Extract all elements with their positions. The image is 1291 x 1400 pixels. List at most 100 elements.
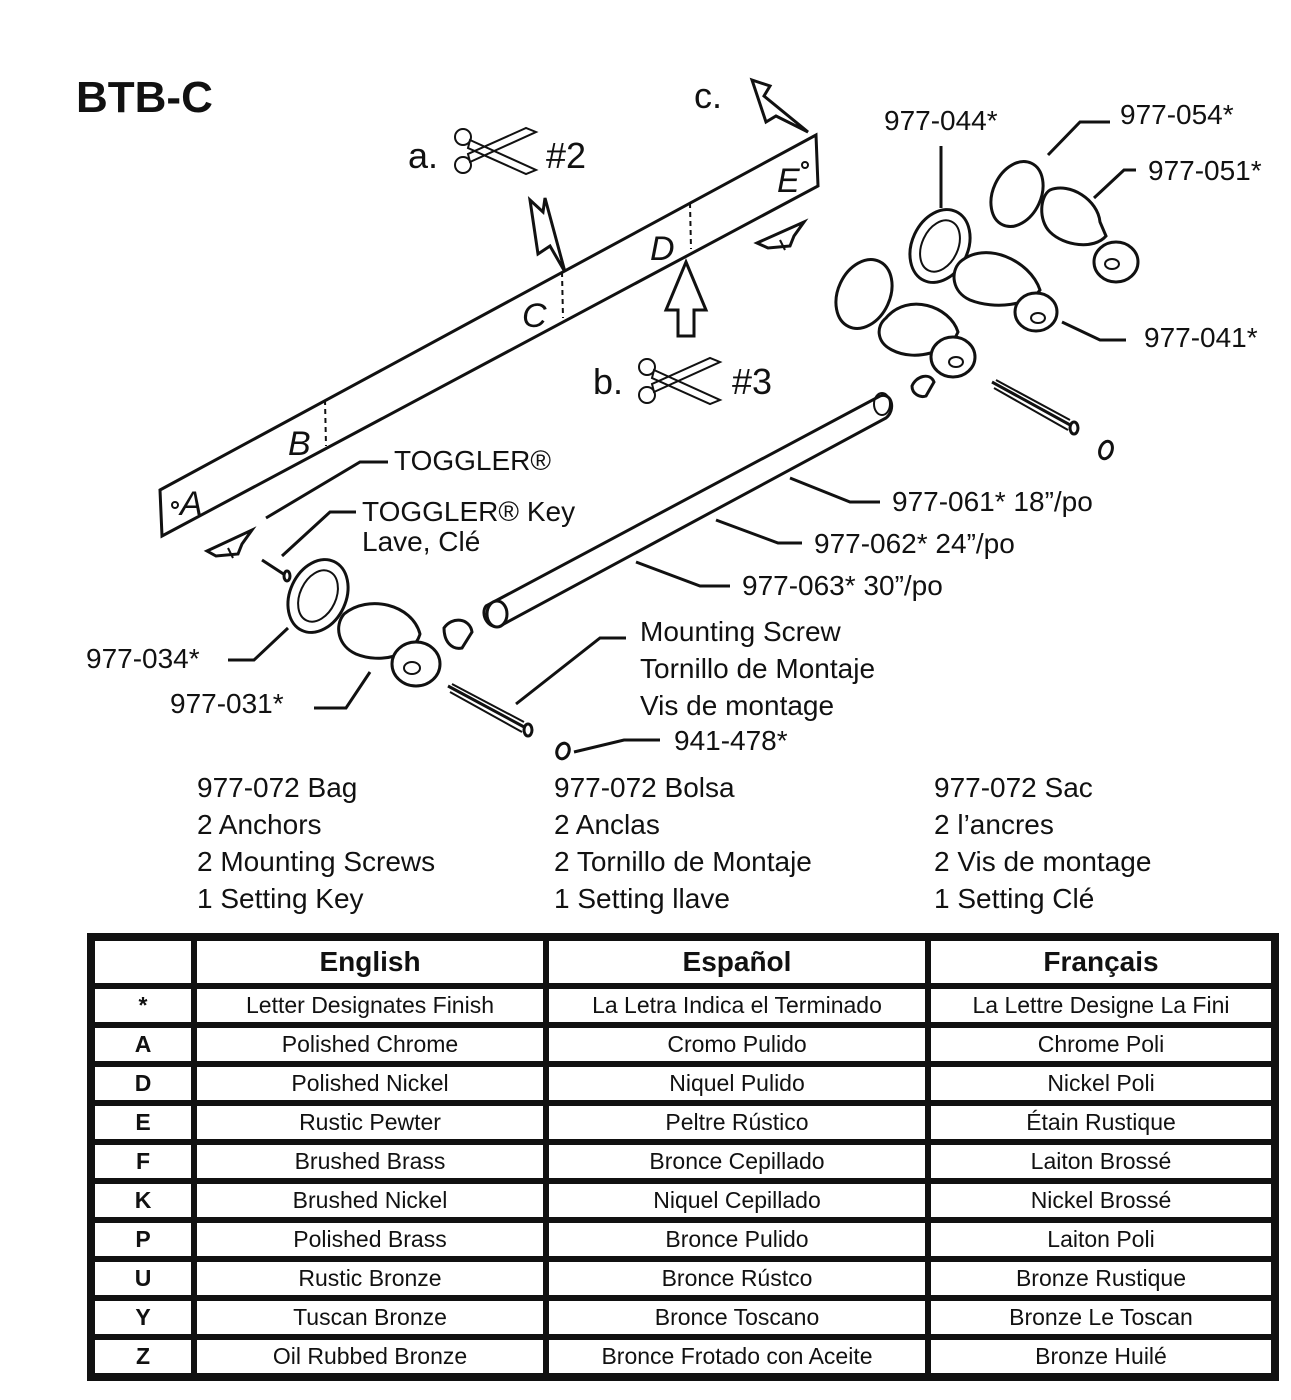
- table-row: D Polished Nickel Niquel Pulido Nickel P…: [92, 1064, 1274, 1103]
- escutcheon-right-lower: [834, 258, 894, 330]
- step-a-label: a.: [408, 135, 438, 176]
- finish-code: U: [92, 1259, 194, 1298]
- finish-english: Oil Rubbed Bronze: [194, 1337, 546, 1376]
- bag-contents-french: 977-072 Sac 2 l’ancres 2 Vis de montage …: [934, 772, 1151, 914]
- svg-text:977-072 Sac: 977-072 Sac: [934, 772, 1093, 803]
- header-english: English: [194, 938, 546, 986]
- table-row: * Letter Designates Finish La Letra Indi…: [92, 986, 1274, 1025]
- finish-spanish: La Letra Indica el Terminado: [546, 986, 928, 1025]
- finish-english: Brushed Nickel: [194, 1181, 546, 1220]
- finish-french: Chrome Poli: [928, 1025, 1274, 1064]
- rod-clip-right: [910, 374, 936, 398]
- post-977-031: [337, 602, 442, 688]
- finish-english: Brushed Brass: [194, 1142, 546, 1181]
- label-mounting-screw-fr: Vis de montage: [640, 690, 834, 721]
- label-977-062: 977-062* 24”/po: [814, 528, 1015, 559]
- towel-rod: [482, 392, 894, 629]
- label-977-061: 977-061* 18”/po: [892, 486, 1093, 517]
- label-toggler-key-fr: Lave, Clé: [362, 526, 480, 557]
- label-977-054: 977-054*: [1120, 99, 1234, 130]
- svg-text:1 Setting Clé: 1 Setting Clé: [934, 883, 1094, 914]
- svg-text:2 Vis de montage: 2 Vis de montage: [934, 846, 1151, 877]
- finish-code: Z: [92, 1337, 194, 1376]
- finish-french: Nickel Poli: [928, 1064, 1274, 1103]
- arrow-diagonal-icon: [749, 77, 809, 134]
- bar-letter-a: A: [178, 485, 203, 523]
- finish-french: Bronze Huilé: [928, 1337, 1274, 1376]
- plug-941-478: [555, 741, 571, 761]
- finish-spanish: Bronce Frotado con Aceite: [546, 1337, 928, 1376]
- label-mounting-screw: Mounting Screw: [640, 616, 842, 647]
- svg-text:2 Anchors: 2 Anchors: [197, 809, 322, 840]
- finish-english: Polished Chrome: [194, 1025, 546, 1064]
- svg-text:2 Mounting Screws: 2 Mounting Screws: [197, 846, 435, 877]
- table-row: F Brushed Brass Bronce Cepillado Laiton …: [92, 1142, 1274, 1181]
- finish-english: Rustic Pewter: [194, 1103, 546, 1142]
- finish-spanish: Bronce Rústco: [546, 1259, 928, 1298]
- finish-french: Bronze Le Toscan: [928, 1298, 1274, 1337]
- label-977-063: 977-063* 30”/po: [742, 570, 943, 601]
- finish-spanish: Bronce Toscano: [546, 1298, 928, 1337]
- finish-french: Laiton Brossé: [928, 1142, 1274, 1181]
- svg-text:1 Setting Key: 1 Setting Key: [197, 883, 364, 914]
- post-977-051: [1040, 186, 1140, 284]
- toggler-anchor-icon: [753, 218, 809, 251]
- bar-letter-b: B: [288, 425, 311, 463]
- header-french: Français: [928, 938, 1274, 986]
- table-row: Y Tuscan Bronze Bronce Toscano Bronze Le…: [92, 1298, 1274, 1337]
- finish-code: E: [92, 1103, 194, 1142]
- table-row: E Rustic Pewter Peltre Rústico Étain Rus…: [92, 1103, 1274, 1142]
- scissors-icon: [638, 356, 723, 406]
- step-c-label: c.: [694, 75, 722, 116]
- plug-right: [1098, 439, 1114, 461]
- svg-text:977-072 Bag: 977-072 Bag: [197, 772, 357, 803]
- arrow-up-icon: [663, 258, 709, 338]
- finish-french: Étain Rustique: [928, 1103, 1274, 1142]
- finish-code: D: [92, 1064, 194, 1103]
- post-right-lower: [877, 302, 977, 379]
- diagram-title: BTB-C: [76, 73, 213, 122]
- post-977-041: [952, 251, 1059, 333]
- finish-english: Letter Designates Finish: [194, 986, 546, 1025]
- finish-code: F: [92, 1142, 194, 1181]
- bar-letter-c: C: [522, 297, 547, 335]
- label-977-044: 977-044*: [884, 105, 998, 136]
- label-toggler-key: TOGGLER® Key: [362, 496, 575, 527]
- bag-contents-spanish: 977-072 Bolsa 2 Anclas 2 Tornillo de Mon…: [554, 772, 812, 914]
- svg-text:977-072 Bolsa: 977-072 Bolsa: [554, 772, 735, 803]
- finish-code: *: [92, 986, 194, 1025]
- step-b-number: #3: [732, 361, 772, 402]
- finish-spanish: Bronce Cepillado: [546, 1142, 928, 1181]
- step-a-number: #2: [546, 135, 586, 176]
- finish-code: A: [92, 1025, 194, 1064]
- arrow-down-icon: [527, 196, 567, 273]
- finish-french: Bronze Rustique: [928, 1259, 1274, 1298]
- label-mounting-screw-es: Tornillo de Montaje: [640, 653, 875, 684]
- svg-text:2 l’ancres: 2 l’ancres: [934, 809, 1054, 840]
- label-977-041: 977-041*: [1144, 322, 1258, 353]
- scissors-icon: [454, 126, 539, 176]
- label-977-051: 977-051*: [1148, 155, 1262, 186]
- finish-english: Tuscan Bronze: [194, 1298, 546, 1337]
- finish-code: Y: [92, 1298, 194, 1337]
- finish-table: English Español Français * Letter Design…: [87, 933, 1279, 1381]
- table-row: P Polished Brass Bronce Pulido Laiton Po…: [92, 1220, 1274, 1259]
- table-row: A Polished Chrome Cromo Pulido Chrome Po…: [92, 1025, 1274, 1064]
- table-header-row: English Español Français: [92, 938, 1274, 986]
- finish-french: La Lettre Designe La Fini: [928, 986, 1274, 1025]
- finish-english: Polished Nickel: [194, 1064, 546, 1103]
- finish-code: K: [92, 1181, 194, 1220]
- label-toggler: TOGGLER®: [394, 445, 551, 476]
- cutting-template-bar: A B C D E: [158, 132, 820, 539]
- finish-spanish: Niquel Cepillado: [546, 1181, 928, 1220]
- label-941-478: 941-478*: [674, 725, 788, 756]
- svg-text:2 Anclas: 2 Anclas: [554, 809, 660, 840]
- header-spanish: Español: [546, 938, 928, 986]
- table-row: K Brushed Nickel Niquel Cepillado Nickel…: [92, 1181, 1274, 1220]
- step-b-label: b.: [593, 361, 623, 402]
- mounting-screw-left: [447, 683, 534, 738]
- finish-spanish: Bronce Pulido: [546, 1220, 928, 1259]
- toggler-anchor-icon: [203, 526, 257, 559]
- finish-code: P: [92, 1220, 194, 1259]
- bar-letter-d: D: [650, 230, 675, 268]
